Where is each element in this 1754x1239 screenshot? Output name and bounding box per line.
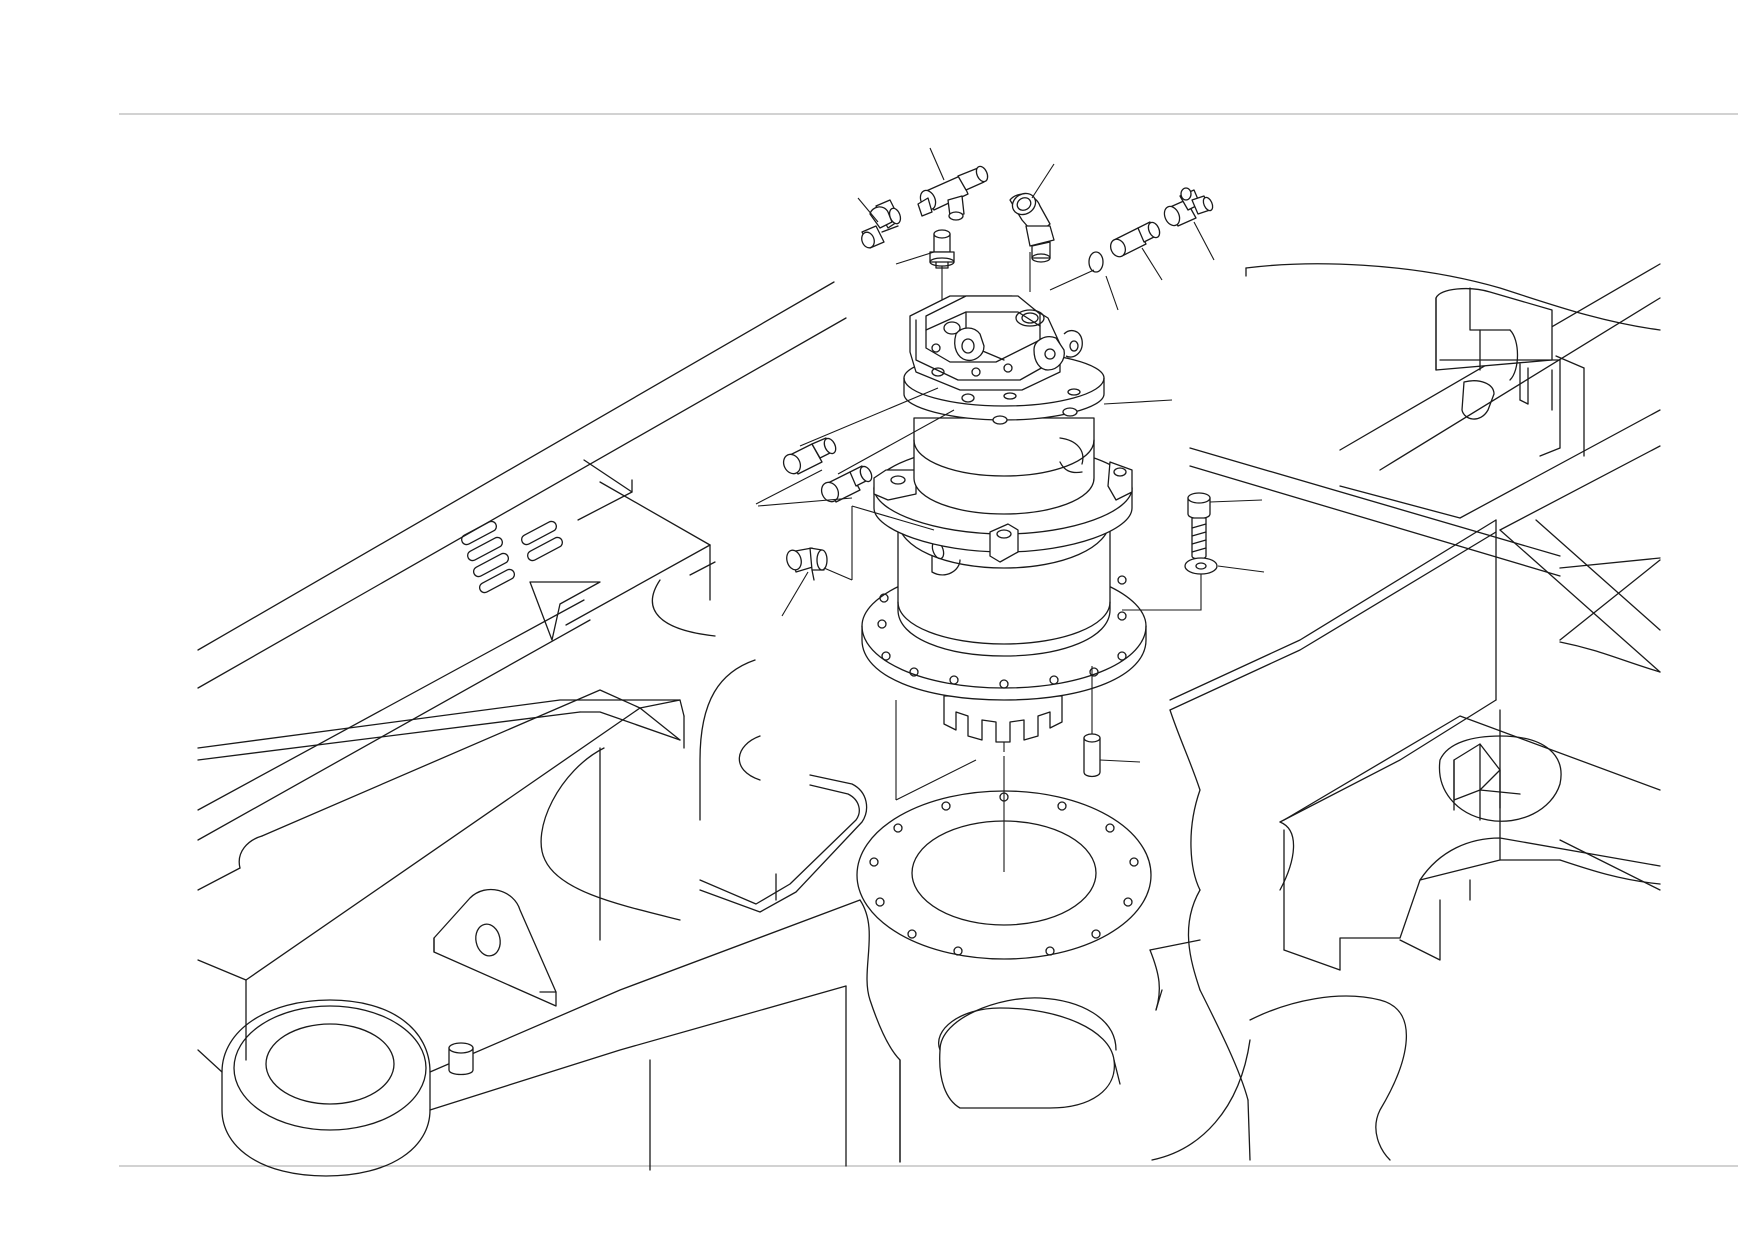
connector-lower-left	[786, 547, 828, 581]
frame-mounting-ring	[856, 790, 1152, 960]
rail-slots	[460, 520, 564, 594]
frame-bottom-center	[845, 899, 1408, 1167]
elbow-fitting-right	[1163, 187, 1214, 227]
swing-machinery-assembly	[856, 295, 1152, 960]
angle-elbow-fitting	[1009, 192, 1055, 263]
dowel-pin	[1083, 733, 1101, 778]
tee-fitting	[917, 165, 989, 221]
frame-center-section	[1149, 447, 1561, 1011]
pipe-hook	[699, 774, 868, 913]
leader-lines	[755, 147, 1265, 872]
left-frame-rails	[197, 281, 847, 841]
revolving-frame	[197, 263, 1661, 1177]
reducer-housing	[897, 519, 1111, 657]
exploded-parts	[782, 165, 1218, 778]
motor-flange-bolts	[992, 407, 1078, 425]
o-ring	[1088, 251, 1104, 273]
page-rules	[119, 113, 1738, 1167]
center-frame	[197, 659, 761, 1061]
boom-bracket	[433, 888, 557, 1007]
washer	[1184, 557, 1218, 575]
pinion-gear	[943, 695, 1063, 743]
right-lower-block	[1283, 715, 1661, 971]
adapter-fitting-right	[1109, 221, 1161, 258]
mounting-bolt	[1187, 492, 1211, 560]
frame-stub	[448, 1042, 474, 1076]
upright-post	[1435, 287, 1585, 457]
straight-connector	[929, 229, 955, 269]
connector-pair	[782, 437, 873, 503]
boom-foot-boss	[197, 899, 861, 1177]
reducer-upper-body	[913, 417, 1095, 515]
elbow-fitting-left	[861, 199, 902, 249]
relief-valve-ports	[931, 327, 985, 403]
